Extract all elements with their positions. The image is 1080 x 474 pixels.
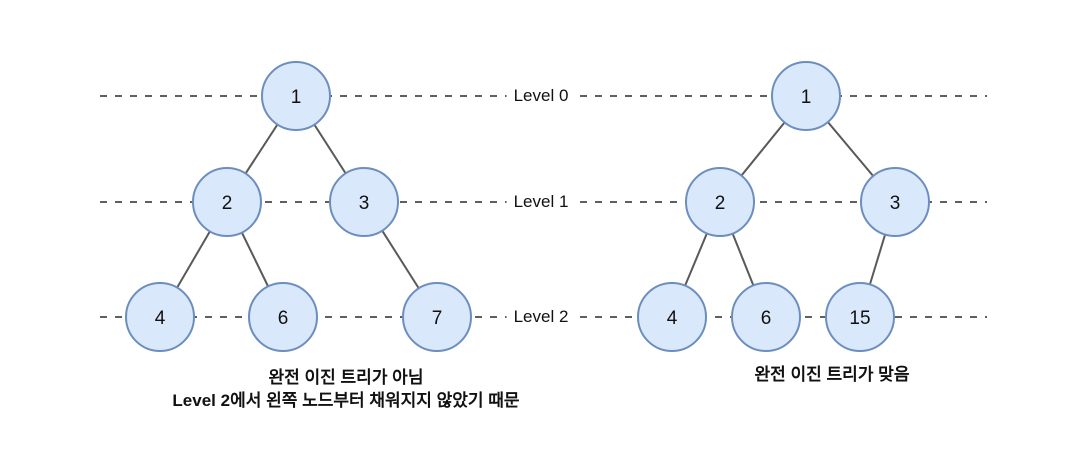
right-tree-node-1-circle [771, 61, 841, 131]
right-tree-node-3-value: 3 [890, 193, 901, 214]
right-tree-node-6-value: 6 [761, 308, 772, 329]
level-2-label: Level 2 [506, 307, 576, 327]
level-1-label: Level 1 [506, 192, 576, 212]
left-tree-node-6-circle [248, 282, 318, 352]
left-tree-node-6-value: 6 [278, 308, 289, 329]
caption-line: Level 2에서 왼쪽 노드부터 채워지지 않았기 때문 [172, 391, 520, 410]
right-tree-node-4-circle [637, 282, 707, 352]
left-tree-node-1-value: 1 [291, 87, 302, 108]
left-tree-node-1-circle [261, 61, 331, 131]
right-tree-node-3-circle [860, 167, 930, 237]
caption-line: 완전 이진 트리가 맞음 [754, 365, 910, 384]
right-tree-node-15-value: 15 [849, 308, 870, 329]
left-tree-caption: 완전 이진 트리가 아님 Level 2에서 왼쪽 노드부터 채워지지 않았기 … [172, 366, 519, 412]
right-tree-node-2-value: 2 [715, 193, 726, 214]
level-0-label: Level 0 [506, 86, 576, 106]
caption-line: 완전 이진 트리가 아님 [268, 368, 424, 387]
right-tree-node-2-circle [685, 167, 755, 237]
left-tree-node-7-value: 7 [432, 308, 443, 329]
left-tree-node-3-value: 3 [359, 193, 370, 214]
right-tree-node-6-circle [731, 282, 801, 352]
right-tree-node-1-value: 1 [801, 87, 812, 108]
right-tree-node-15-circle [825, 282, 895, 352]
left-tree-node-2-value: 2 [222, 193, 233, 214]
left-tree-node-7-circle [402, 282, 472, 352]
right-tree-caption: 완전 이진 트리가 맞음 [755, 363, 910, 386]
left-tree-node-2-circle [192, 167, 262, 237]
right-tree-node-4-value: 4 [667, 308, 678, 329]
left-tree-node-3-circle [329, 167, 399, 237]
left-tree-node-4-circle [125, 282, 195, 352]
left-tree-node-4-value: 4 [155, 308, 166, 329]
